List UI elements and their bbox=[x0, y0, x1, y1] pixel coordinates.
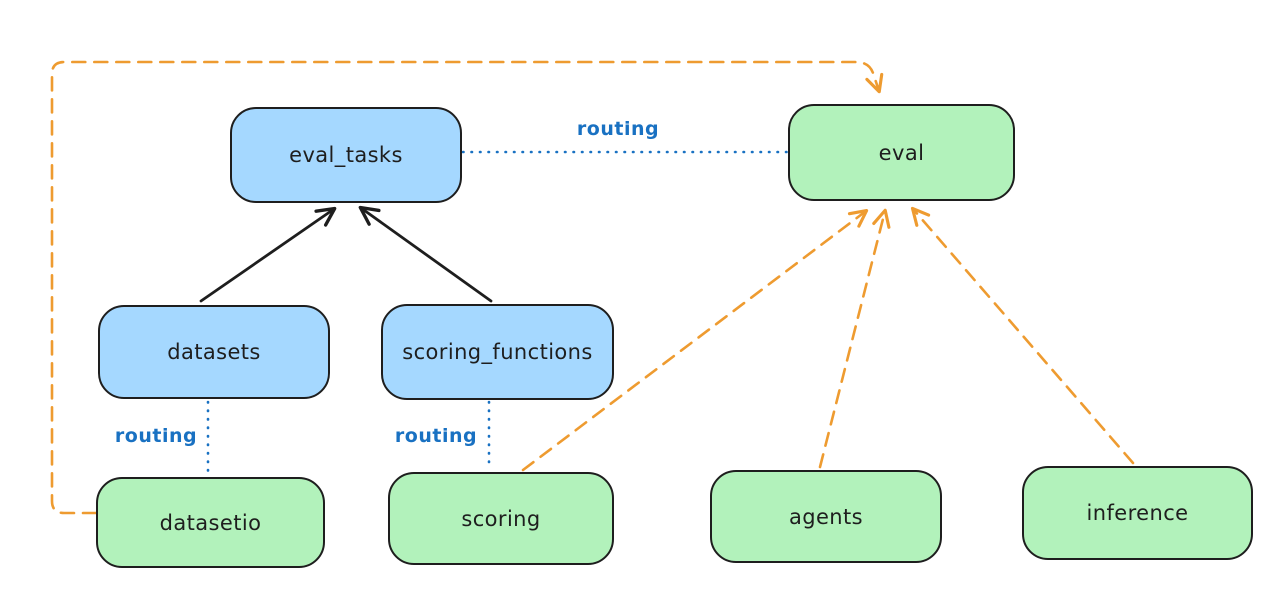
node-datasets-label: datasets bbox=[167, 340, 261, 364]
routing-label-evaltasks-eval: routing bbox=[576, 118, 660, 140]
edge-inference-eval bbox=[910, 206, 1135, 465]
node-agents: agents bbox=[710, 470, 942, 563]
node-scoring: scoring bbox=[388, 472, 614, 565]
edge-datasetio-eval-loop bbox=[50, 60, 884, 515]
routing-label-scoringfunctions-scoring: routing bbox=[394, 425, 478, 447]
edge-scoring-eval bbox=[521, 208, 869, 472]
node-eval-tasks-label: eval_tasks bbox=[289, 143, 403, 167]
node-eval: eval bbox=[788, 104, 1015, 201]
node-inference: inference bbox=[1022, 466, 1253, 560]
node-scoring-functions: scoring_functions bbox=[381, 304, 614, 400]
node-eval-label: eval bbox=[878, 140, 925, 165]
node-eval-tasks: eval_tasks bbox=[230, 107, 462, 203]
edge-scoringfunctions-evaltasks bbox=[358, 205, 493, 303]
node-scoring-label: scoring bbox=[461, 506, 541, 531]
edge-datasets-evaltasks bbox=[199, 206, 337, 303]
node-inference-label: inference bbox=[1086, 501, 1189, 525]
edge-agents-eval bbox=[818, 208, 891, 469]
node-scoring-functions-label: scoring_functions bbox=[402, 340, 593, 364]
node-datasetio-label: datasetio bbox=[159, 510, 262, 535]
node-agents-label: agents bbox=[788, 504, 863, 529]
routing-label-datasets-datasetio: routing bbox=[114, 425, 198, 447]
node-datasetio: datasetio bbox=[96, 477, 325, 568]
node-datasets: datasets bbox=[98, 305, 330, 399]
